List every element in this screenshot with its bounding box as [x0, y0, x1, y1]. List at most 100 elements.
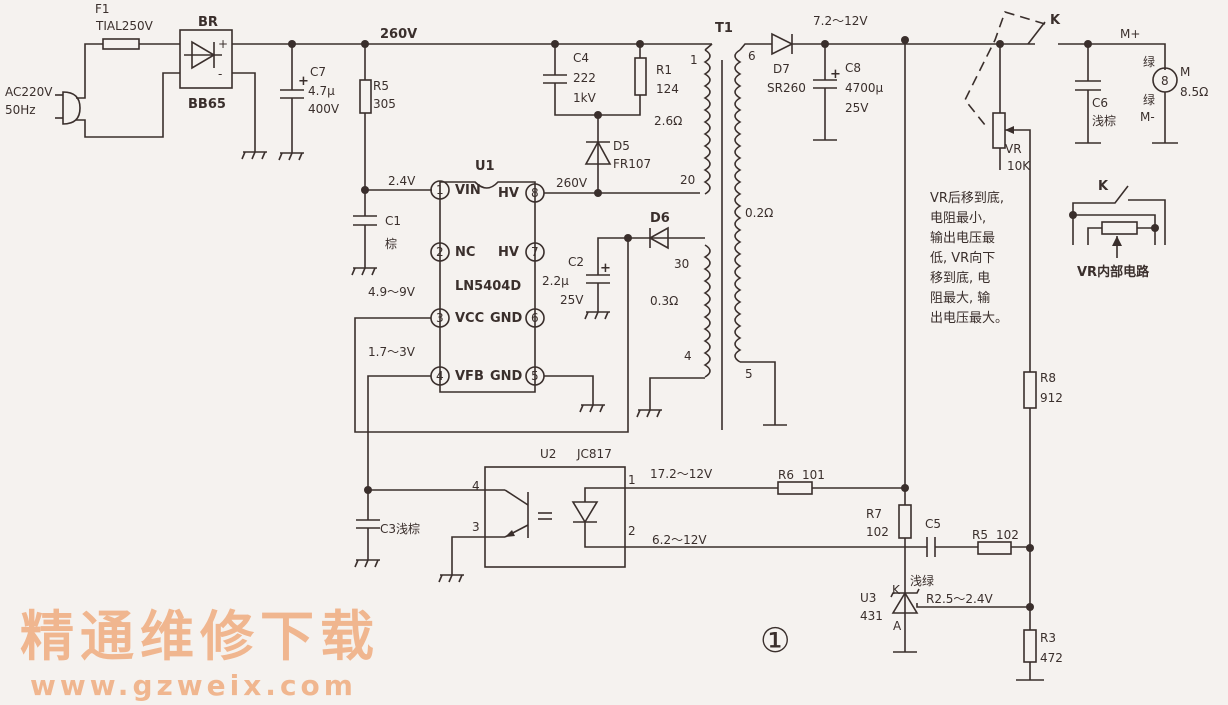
label-green1: 绿 — [1143, 54, 1155, 69]
label-u3_v: 431 — [860, 609, 883, 623]
label-note-4: 移到底, 电 — [930, 270, 990, 286]
label-r5b_v: 102 — [996, 528, 1019, 542]
label-r7_v: 102 — [866, 525, 889, 539]
vr-note: VR后移到底, 电阻最小, 输出电压最 低, VR向下 移到底, 电 阻最大, … — [930, 190, 1008, 326]
label-pin7: 7 — [531, 245, 539, 259]
label-c7: C7 — [310, 65, 326, 79]
label-br_model: BB65 — [188, 97, 226, 112]
label-p20: 20 — [680, 173, 695, 187]
label-p6: 6 — [748, 49, 756, 63]
label-d7_v: SR260 — [767, 81, 806, 95]
vr-inset — [1069, 185, 1166, 258]
label-hv7: HV — [498, 245, 519, 260]
label-vin: VIN — [455, 183, 481, 198]
label-r5a_v: 305 — [373, 97, 396, 111]
label-d5_v: FR107 — [613, 157, 651, 171]
label-c8_v2: 25V — [845, 101, 869, 115]
label-ohm03: 0.3Ω — [650, 294, 678, 308]
label-c1: C1 — [385, 214, 401, 228]
label-r6: R6 — [778, 468, 794, 482]
label-gnd6: GND — [490, 311, 523, 326]
label-green2: 绿 — [1143, 92, 1155, 107]
label-c8_v1: 4700μ — [845, 81, 884, 95]
label-inset_caption: VR内部电路 — [1077, 264, 1150, 280]
label-d5: D5 — [613, 139, 630, 153]
label-v6212: 6.2～12V — [652, 533, 707, 547]
label-c3: C3浅棕 — [380, 521, 420, 536]
label-r5a: R5 — [373, 79, 389, 93]
label-note-1: 电阻最小, — [930, 211, 986, 226]
resistor-r6 — [777, 481, 813, 495]
label-r1: R1 — [656, 63, 672, 77]
fuse-f1 — [102, 38, 140, 50]
potentiometer-vr[interactable] — [992, 112, 1006, 149]
label-u3: U3 — [860, 591, 876, 605]
label-u3_a: A — [893, 619, 902, 633]
ac-plug — [55, 43, 180, 138]
label-d7: D7 — [773, 62, 790, 76]
label-pin6: 6 — [531, 311, 539, 325]
label-r7: R7 — [866, 507, 882, 521]
diode-d6 — [648, 226, 669, 250]
label-fig: ① — [760, 621, 790, 661]
label-vfb: VFB — [455, 369, 484, 384]
label-c5: C5 — [925, 517, 941, 531]
label-v24: 2.4V — [388, 174, 416, 188]
label-c2: C2 — [568, 255, 584, 269]
label-mminus: M- — [1140, 110, 1155, 124]
label-v1712: 17.2～12V — [650, 467, 713, 481]
label-br: BR — [198, 15, 218, 30]
label-u2_model: JC817 — [576, 447, 612, 461]
label-ac1: AC220V — [5, 85, 53, 99]
label-note-5: 阻最大, 输 — [930, 290, 990, 306]
label-v173: 1.7～3V — [368, 345, 416, 359]
label-u3_k: K — [892, 583, 901, 597]
label-r8_v: 912 — [1040, 391, 1063, 405]
label-c8_plus: + — [830, 67, 841, 82]
label-c4: C4 — [573, 51, 589, 65]
label-pin4: 4 — [436, 369, 444, 383]
label-u2p2: 2 — [628, 524, 636, 538]
label-br_plus: + — [218, 37, 228, 51]
label-r3: R3 — [1040, 631, 1056, 645]
label-pin1: 1 — [436, 183, 444, 197]
label-u1: U1 — [475, 159, 495, 174]
label-r5b: R5 — [972, 528, 988, 542]
label-vref: R2.5～2.4V — [926, 592, 994, 606]
snubber — [543, 44, 647, 193]
label-pin8: 8 — [531, 186, 539, 200]
label-ac2: 50Hz — [5, 103, 36, 117]
label-f1_val: TIAL250V — [95, 19, 154, 33]
capacitor-c7 — [280, 44, 304, 153]
watermark-cn: 精通维修下载 — [20, 604, 380, 668]
label-c8: C8 — [845, 61, 861, 75]
resistor-r7 — [898, 504, 912, 539]
label-c7_v1: 4.7μ — [308, 84, 335, 98]
label-inset_k: K — [1098, 179, 1109, 194]
label-t1: T1 — [715, 21, 733, 36]
label-c1_v: 棕 — [385, 236, 397, 251]
ic-u1 — [439, 181, 536, 393]
label-v260_top: 260V — [380, 27, 417, 42]
label-v712: 7.2～12V — [813, 14, 868, 28]
label-pin2: 2 — [436, 245, 444, 259]
label-f1: F1 — [95, 2, 110, 16]
label-note-0: VR后移到底, — [930, 190, 1004, 206]
switch-k[interactable] — [1027, 21, 1046, 45]
label-vr_v: 10K — [1007, 159, 1031, 173]
label-c7_v2: 400V — [308, 102, 340, 116]
label-p1: 1 — [690, 53, 698, 67]
label-ohm02: 0.2Ω — [745, 206, 773, 220]
label-pin3: 3 — [436, 311, 444, 325]
label-mplus: M+ — [1120, 27, 1140, 41]
label-c6: C6 — [1092, 96, 1108, 110]
label-r8: R8 — [1040, 371, 1056, 385]
label-c4_v1: 222 — [573, 71, 596, 85]
bridge-rectifier — [179, 29, 233, 89]
label-u2: U2 — [540, 447, 556, 461]
label-c4_v2: 1kV — [573, 91, 597, 105]
resistor-r5 — [359, 79, 372, 114]
switch-linkage — [964, 11, 1046, 126]
